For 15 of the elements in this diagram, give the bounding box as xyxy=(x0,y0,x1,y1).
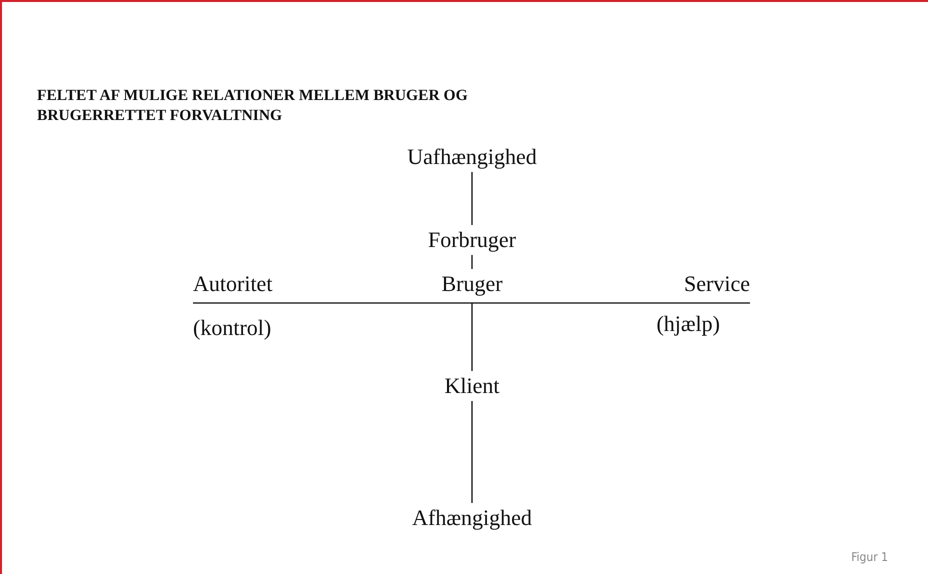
connector-line xyxy=(471,401,473,503)
node-label: Autoritet xyxy=(193,271,272,297)
figure-number: Figur 1 xyxy=(851,550,888,564)
node-label: Service xyxy=(684,271,750,297)
node-label: Forbruger xyxy=(428,227,516,253)
connector-line xyxy=(471,255,473,269)
title: FELTET AF MULIGE RELATIONER MELLEM BRUGER OG BRUGERRETTET FORVALTNING xyxy=(37,86,469,126)
node-label: Klient xyxy=(444,373,500,399)
node-label: Uafhængighed xyxy=(407,144,537,170)
connector-line xyxy=(471,172,473,225)
node-label: Afhængighed xyxy=(412,505,532,531)
node-caption: (kontrol) xyxy=(193,315,272,341)
node-caption: (hjælp) xyxy=(656,311,720,337)
connector-line xyxy=(471,303,473,371)
node-label: Bruger xyxy=(441,271,503,297)
